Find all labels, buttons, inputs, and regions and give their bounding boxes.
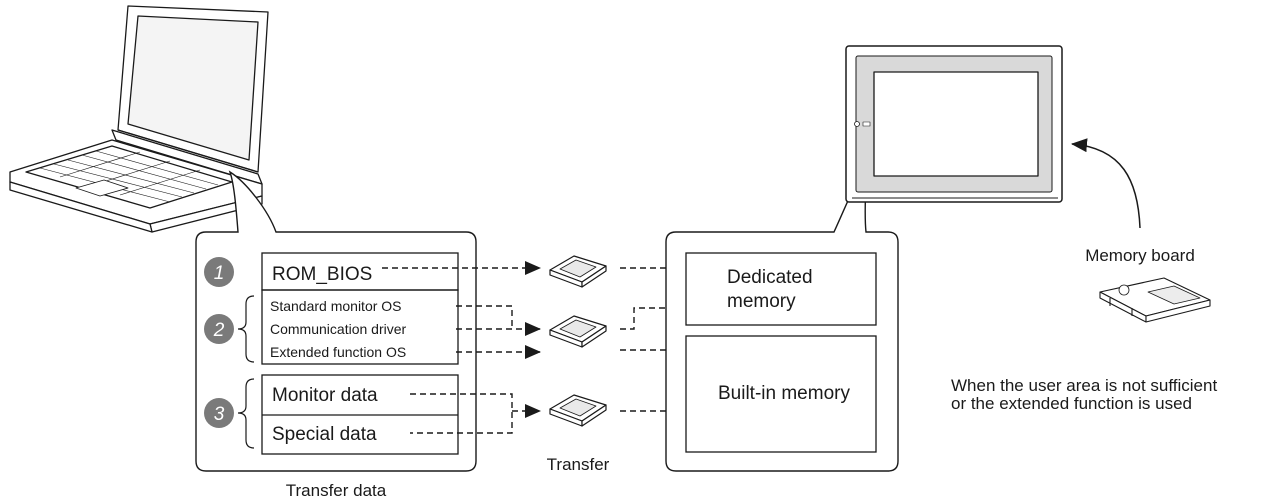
monitor-data-label: Monitor data bbox=[272, 385, 378, 406]
number-badge-1: 1 bbox=[204, 257, 234, 287]
memory-card-icon bbox=[549, 315, 607, 348]
svg-text:3: 3 bbox=[214, 404, 225, 425]
transfer-label: Transfer bbox=[547, 455, 610, 474]
memory-board-note-line2: or the extended function is used bbox=[951, 394, 1192, 413]
callout-bubble-right bbox=[665, 163, 899, 472]
builtin-memory-box bbox=[685, 335, 877, 453]
dedicated-memory-label-line1: Dedicated bbox=[727, 267, 813, 288]
transfer-data-caption: Transfer data bbox=[286, 481, 387, 500]
svg-text:1: 1 bbox=[214, 263, 225, 284]
dedicated-memory-label-line2: memory bbox=[727, 291, 796, 312]
memory-card-icon bbox=[549, 255, 607, 288]
standard-monitor-os-label: Standard monitor OS bbox=[270, 298, 402, 314]
memory-board-arrow bbox=[1071, 138, 1141, 229]
memory-card-icon bbox=[549, 394, 607, 427]
special-data-label: Special data bbox=[272, 424, 377, 445]
got-display-unit-illustration bbox=[845, 45, 1063, 203]
dedicated-memory-box bbox=[685, 252, 877, 326]
transfer-data-panel: 1 2 3 ROM_BIOS Standard monitor OS Commu… bbox=[195, 170, 477, 472]
brace-3 bbox=[237, 378, 255, 449]
rom-bios-label: ROM_BIOS bbox=[272, 264, 372, 285]
laptop-illustration bbox=[9, 5, 269, 233]
extended-function-os-label: Extended function OS bbox=[270, 344, 406, 360]
svg-text:2: 2 bbox=[213, 320, 225, 341]
number-badge-2: 2 bbox=[204, 314, 234, 344]
memory-board-illustration bbox=[1099, 277, 1211, 323]
got-memory-panel: Dedicated memory Built-in memory bbox=[665, 163, 899, 472]
brace-2 bbox=[237, 295, 255, 363]
os-box bbox=[261, 289, 459, 365]
memory-board-note-line1: When the user area is not sufficient bbox=[951, 376, 1217, 395]
communication-driver-label: Communication driver bbox=[270, 321, 406, 337]
memory-board-label: Memory board bbox=[1085, 246, 1195, 265]
number-badge-3: 3 bbox=[204, 398, 234, 428]
builtin-memory-label: Built-in memory bbox=[718, 383, 850, 404]
